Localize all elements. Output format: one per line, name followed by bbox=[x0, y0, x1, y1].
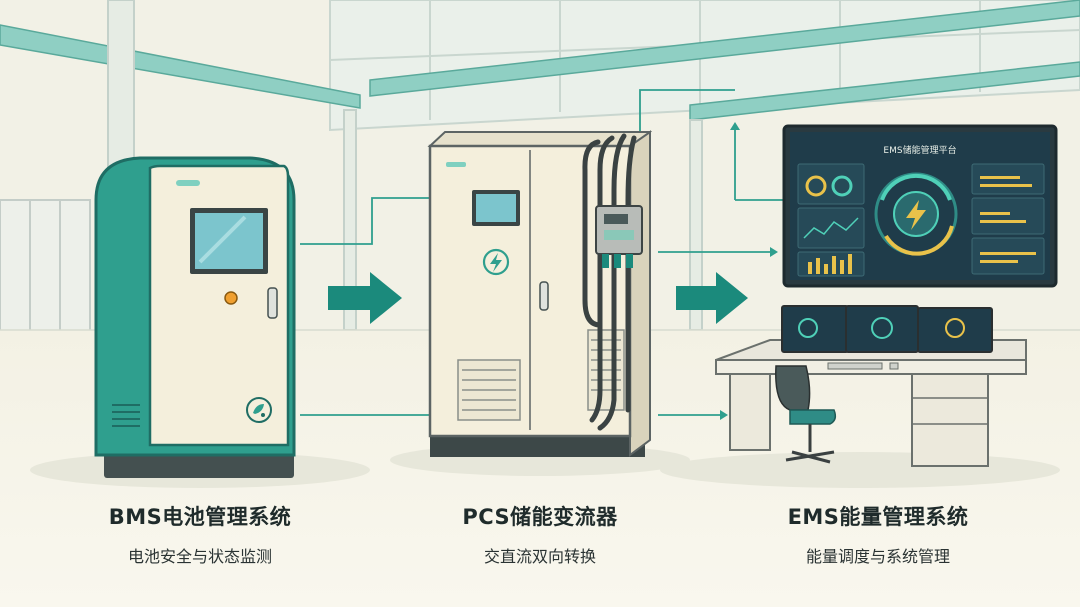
ems-wall-screen: EMS储能管理平台 bbox=[782, 124, 1058, 288]
connection-lines bbox=[300, 89, 790, 420]
ems-subtitle: 能量调度与系统管理 bbox=[805, 547, 950, 566]
ems-title: EMS能量管理系统 bbox=[787, 505, 969, 529]
bms-title: BMS电池管理系统 bbox=[108, 505, 292, 529]
arrow-right-icon bbox=[328, 272, 402, 324]
bms-subtitle: 电池安全与状态监测 bbox=[127, 547, 272, 566]
wall-screen-title: EMS储能管理平台 bbox=[883, 144, 956, 156]
lightning-bolt-icon bbox=[482, 248, 510, 276]
pcs-cabinet bbox=[427, 130, 652, 457]
recycle-leaf-icon bbox=[246, 397, 272, 423]
pcs-subtitle: 交直流双向转换 bbox=[483, 547, 596, 566]
bms-caption: BMS电池管理系统 电池安全与状态监测 bbox=[50, 501, 350, 567]
pcs-caption: PCS储能变流器 交直流双向转换 bbox=[390, 501, 690, 567]
pcs-title: PCS储能变流器 bbox=[462, 505, 618, 529]
arrow-right-icon bbox=[676, 272, 748, 324]
bms-cabinet bbox=[94, 156, 296, 478]
ems-control-desk bbox=[715, 305, 1027, 467]
ems-caption: EMS能量管理系统 能量调度与系统管理 bbox=[728, 501, 1028, 567]
lightning-bolt-icon bbox=[874, 172, 958, 256]
